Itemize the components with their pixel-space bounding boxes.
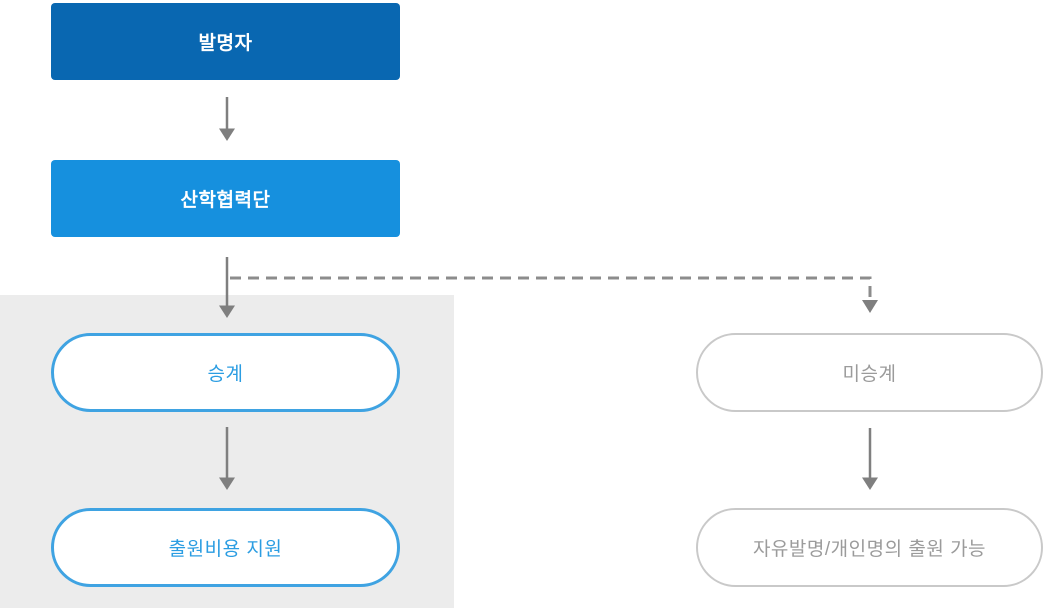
node-cooperation-label: 산학협력단 xyxy=(180,190,271,211)
arrow-inventor-to-cooperation xyxy=(216,97,238,146)
dashed-arrow-cooperation-to-non-succession xyxy=(227,270,887,325)
node-succession: 승계 xyxy=(51,333,400,412)
node-inventor: 발명자 xyxy=(51,3,400,80)
node-cost-support-label: 출원비용 지원 xyxy=(168,539,283,560)
node-free-invention-label: 자유발명/개인명의 출원 가능 xyxy=(752,539,987,560)
node-cost-support: 출원비용 지원 xyxy=(51,508,400,587)
arrow-cooperation-to-succession xyxy=(216,257,238,323)
node-free-invention: 자유발명/개인명의 출원 가능 xyxy=(696,508,1043,587)
node-non-succession-label: 미승계 xyxy=(842,364,897,385)
node-succession-label: 승계 xyxy=(207,364,244,385)
node-inventor-label: 발명자 xyxy=(198,33,253,54)
node-non-succession: 미승계 xyxy=(696,333,1043,412)
node-cooperation: 산학협력단 xyxy=(51,160,400,237)
arrow-non-succession-to-free-invention xyxy=(859,428,881,495)
arrow-succession-to-cost-support xyxy=(216,427,238,495)
